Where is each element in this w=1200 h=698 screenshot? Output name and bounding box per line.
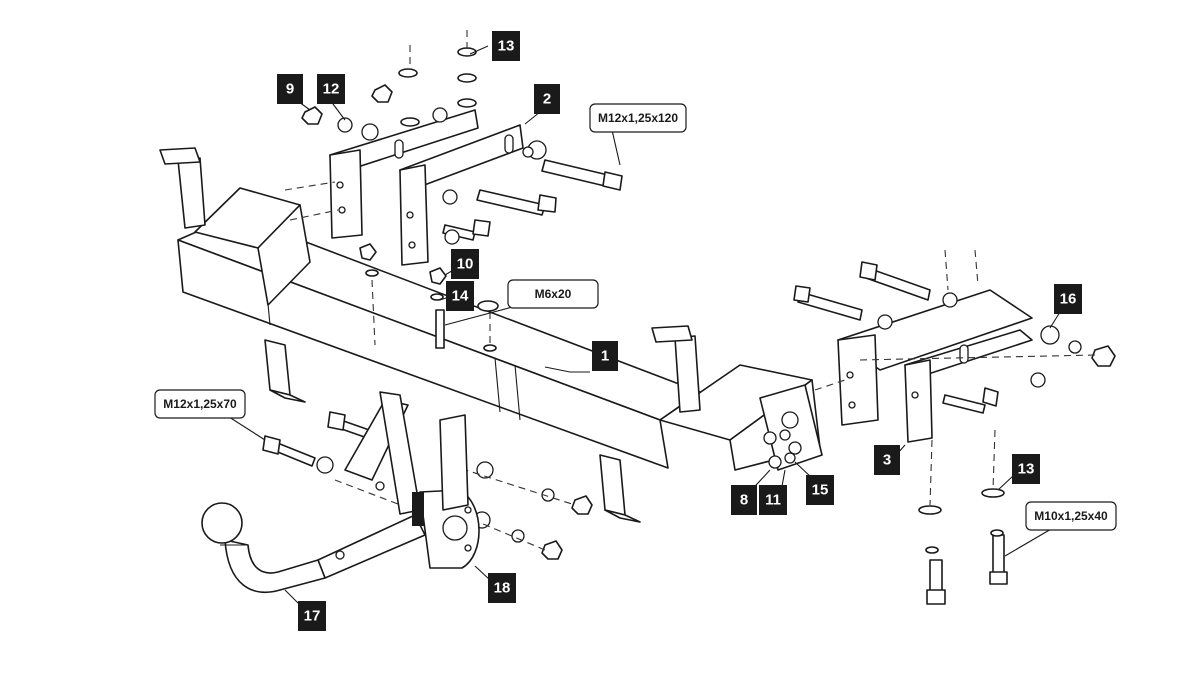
badge-label-3: 3 [883, 452, 891, 469]
callout-bolt-m12x120: M12x1,25x120 [589, 103, 687, 133]
badge-part-15: 15 [806, 475, 834, 505]
badge-part-18: 18 [488, 573, 516, 603]
socket-plate-18 [412, 414, 480, 569]
badge-part-13-bottom: 13 [1012, 454, 1040, 484]
badge-label-18: 18 [494, 580, 511, 597]
leader-lines [225, 45, 1061, 606]
badge-part-3: 3 [874, 445, 900, 475]
badge-part-10: 10 [451, 249, 479, 279]
badge-part-8: 8 [731, 485, 757, 515]
callout-text-m12x120: M12x1,25x120 [598, 111, 678, 125]
badge-part-13-top: 13 [492, 31, 520, 61]
badge-part-9: 9 [277, 74, 303, 104]
callout-screw-m6x20: M6x20 [507, 279, 599, 309]
badge-label-8: 8 [740, 492, 748, 509]
washers-and-nuts [301, 47, 1116, 560]
callout-text-m10x40: M10x1,25x40 [1034, 509, 1108, 523]
fastener-callouts: M12x1,25x120 M12x1,25x70 M10x1,25x40 M6x… [154, 103, 1117, 531]
tow-hook-arm-17 [201, 391, 426, 594]
left-side-bracket-2 [284, 109, 524, 266]
main-crossbeam [159, 147, 823, 523]
badge-label-14: 14 [452, 288, 469, 305]
badge-label-17: 17 [304, 608, 321, 625]
badge-part-16: 16 [1054, 284, 1082, 314]
badge-label-16: 16 [1060, 291, 1077, 308]
badge-part-12: 12 [317, 74, 345, 104]
callout-bolt-m10x40: M10x1,25x40 [1025, 501, 1117, 531]
badge-part-1: 1 [592, 341, 618, 371]
part-badges: 1 2 3 8 9 10 11 12 13 13 14 15 16 17 18 [277, 31, 1082, 631]
badge-label-9: 9 [286, 81, 294, 98]
callout-bolt-m12x70: M12x1,25x70 [154, 389, 246, 419]
callout-text-m6x20: M6x20 [535, 287, 572, 301]
badge-part-17: 17 [298, 601, 326, 631]
alignment-lines [334, 30, 1096, 551]
badge-label-15: 15 [812, 482, 829, 499]
badge-label-13-bottom: 13 [1018, 461, 1035, 478]
badge-label-10: 10 [457, 256, 474, 273]
badge-label-12: 12 [323, 81, 340, 98]
badge-label-11: 11 [765, 492, 781, 509]
badge-part-2: 2 [534, 84, 560, 114]
badge-label-2: 2 [543, 91, 551, 108]
callout-text-m12x70: M12x1,25x70 [163, 397, 237, 411]
badge-label-13-top: 13 [498, 38, 515, 55]
badge-part-14: 14 [446, 281, 474, 311]
badge-label-1: 1 [601, 348, 609, 365]
badge-part-11: 11 [759, 485, 787, 515]
